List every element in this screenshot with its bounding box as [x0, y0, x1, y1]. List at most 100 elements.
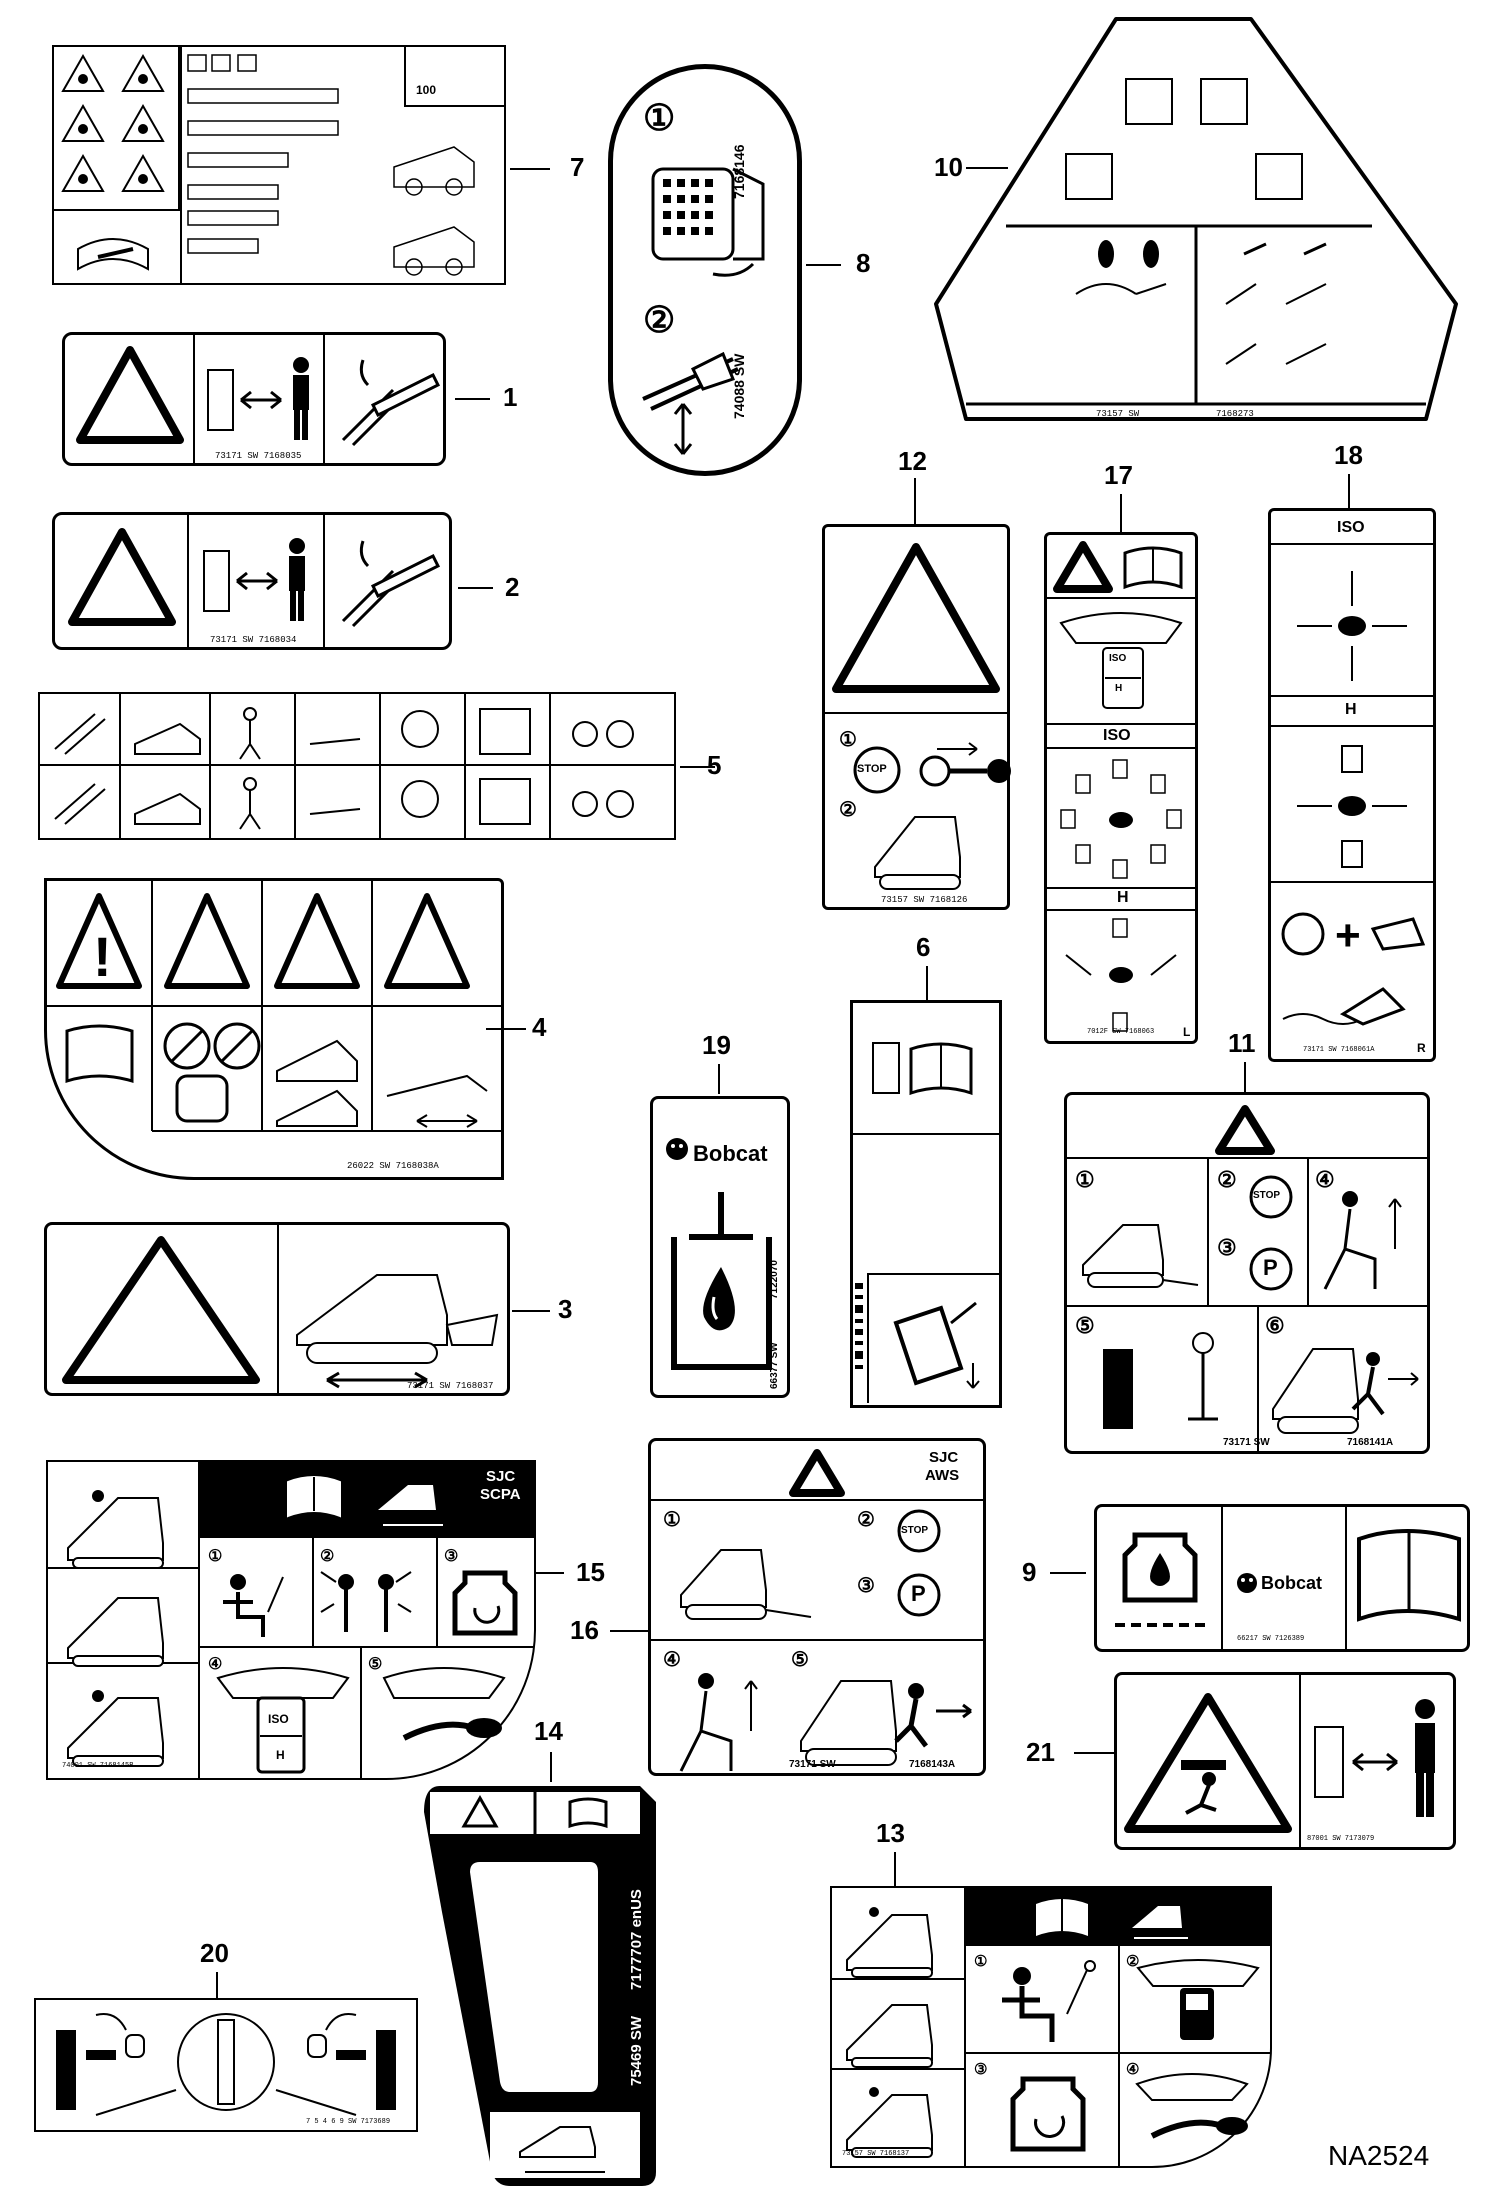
decal-13-s1: ① — [974, 1953, 988, 1970]
loader-illustrations — [393, 146, 475, 276]
decal-20: 7 5 4 6 9 SW 7173689 — [34, 1998, 418, 2132]
parking-brake-icon — [1249, 1247, 1293, 1291]
decal-4-content: ! — [47, 881, 501, 1132]
loader-travel-icon — [1132, 1906, 1188, 1939]
decal-16-s4: ④ — [663, 1649, 681, 1671]
decal-17-rule-a — [1047, 597, 1195, 599]
leader-19 — [718, 1064, 720, 1094]
loader-travel-icon — [378, 1485, 443, 1526]
callout-1: 1 — [503, 382, 518, 412]
decal-15-div-a — [312, 1538, 314, 1646]
keep-away-icon — [1314, 1699, 1435, 1817]
decal-6-rule-b — [869, 1273, 999, 1275]
decal-13: ① ② ③ ④ 73157 SW 7168137 — [830, 1886, 1272, 2168]
warning-triangle-icon — [789, 1449, 845, 1497]
leader-6 — [926, 966, 928, 1000]
decal-16-rule-b — [651, 1639, 983, 1641]
loader-lowered-icon — [680, 1549, 812, 1620]
callout-18: 18 — [1334, 440, 1363, 470]
decal-15-col-divider — [198, 1462, 200, 1778]
leader-8 — [806, 264, 841, 266]
leader-7 — [510, 168, 550, 170]
iso-h-switch-icon — [216, 1667, 350, 1774]
decal-3: 73171 SW 7168037 — [44, 1222, 510, 1396]
decal-19-code-b: 66377 SW — [769, 1342, 780, 1389]
operator-seated-icon — [223, 1574, 284, 1637]
decal-15-div-b — [436, 1538, 438, 1646]
decal-11-s1: ① — [1075, 1167, 1095, 1192]
warning-triangle-icon — [832, 543, 1000, 693]
leader-21 — [1074, 1752, 1114, 1754]
fuel-can-icon — [893, 1301, 980, 1389]
decal-7-warning-panel — [54, 47, 180, 211]
decal-18-rule-c — [1271, 725, 1433, 727]
decal-8-step-1: ① — [643, 97, 676, 138]
decal-9-brand: Bobcat — [1261, 1573, 1323, 1593]
leader-10 — [966, 167, 1008, 169]
decal-12-step-2: ② — [839, 799, 857, 821]
warning-icon-grid — [61, 53, 165, 192]
decal-1: 73171 SW 7168035 — [62, 332, 446, 466]
operator-exit-icon — [679, 1673, 758, 1772]
leader-15 — [536, 1572, 564, 1574]
decal-6 — [850, 1000, 1002, 1408]
warning-triangle-icon — [76, 346, 184, 444]
leader-12 — [914, 478, 916, 524]
manual-icon — [287, 1476, 341, 1518]
callout-9: 9 — [1022, 1557, 1037, 1587]
instruction-rows — [187, 54, 339, 254]
decal-11-s6: ⑥ — [1265, 1313, 1285, 1338]
decal-19-brand: Bobcat — [693, 1141, 768, 1166]
loader-stack-icon — [67, 1490, 164, 1767]
keep-away-icon — [203, 538, 305, 621]
decal-16-p: P — [911, 1581, 926, 1606]
leader-4 — [486, 1028, 526, 1030]
decal-18-iso-label: ISO — [1337, 519, 1365, 536]
manual-icon — [1123, 546, 1183, 590]
decal-16-stop: STOP — [901, 1525, 929, 1536]
decal-10-code-a: 73157 SW — [1096, 409, 1140, 419]
decal-12-step-1: ① — [839, 729, 857, 751]
decal-13-s3: ③ — [974, 2061, 988, 2078]
leader-18 — [1348, 474, 1350, 508]
decal-11-code-a: 73171 SW — [1223, 1437, 1270, 1448]
door-latch-diagram — [56, 2013, 396, 2116]
decal-18-rule-d — [1271, 881, 1433, 883]
decal-14-code-a: 7177707 enUS — [628, 1889, 645, 1990]
decal-6-rule-a — [853, 1133, 999, 1135]
pedal-release-icon — [382, 1667, 506, 1741]
callout-13: 13 — [876, 1818, 905, 1848]
decal-1-divider-b — [323, 335, 325, 463]
manual-icon — [1036, 1899, 1088, 1936]
engine-start-icon — [452, 1570, 518, 1636]
decal-16-s5: ⑤ — [791, 1649, 809, 1671]
decal-11-rule-a — [1067, 1157, 1427, 1159]
decal-18-plus: + — [1335, 911, 1361, 960]
iso-pattern-icon — [1060, 759, 1182, 879]
manual-wrench-icon — [77, 238, 149, 271]
decal-13-rule-b — [832, 2068, 966, 2070]
decal-9: Bobcat 66217 SW 7126389 — [1094, 1504, 1470, 1652]
callout-17: 17 — [1104, 460, 1133, 490]
decal-21: 87001 SW 7173079 — [1114, 1672, 1456, 1850]
decal-16-code-b: 7168143A — [909, 1759, 956, 1770]
leader-13 — [894, 1852, 896, 1886]
keep-away-icon — [207, 357, 309, 440]
decal-11-stop: STOP — [1253, 1190, 1281, 1201]
decal-19: Bobcat 7122070 66377 SW — [650, 1096, 790, 1398]
loader-lowered-icon — [1082, 1224, 1199, 1288]
grille-icon — [651, 167, 765, 277]
bobcat-logo-icon — [666, 1138, 688, 1160]
callout-8: 8 — [856, 248, 871, 278]
decal-15-label-1: SJC — [486, 1468, 516, 1485]
decal-16-s1: ① — [663, 1509, 681, 1531]
decal-21-code: 87001 SW 7173079 — [1307, 1835, 1375, 1843]
decal-16-label-2: AWS — [925, 1467, 960, 1484]
callout-3: 3 — [558, 1294, 573, 1324]
decal-11: ① ② ③ ④ ⑤ ⑥ STOP P 73171 SW 7168141A — [1064, 1092, 1430, 1454]
decal-15-s4: ④ — [208, 1656, 223, 1673]
decal-18-rule-a — [1271, 543, 1433, 545]
leader-1 — [455, 398, 490, 400]
stop-engine-icon — [1249, 1175, 1293, 1219]
decal-2-code: 73171 SW 7168034 — [210, 635, 297, 645]
